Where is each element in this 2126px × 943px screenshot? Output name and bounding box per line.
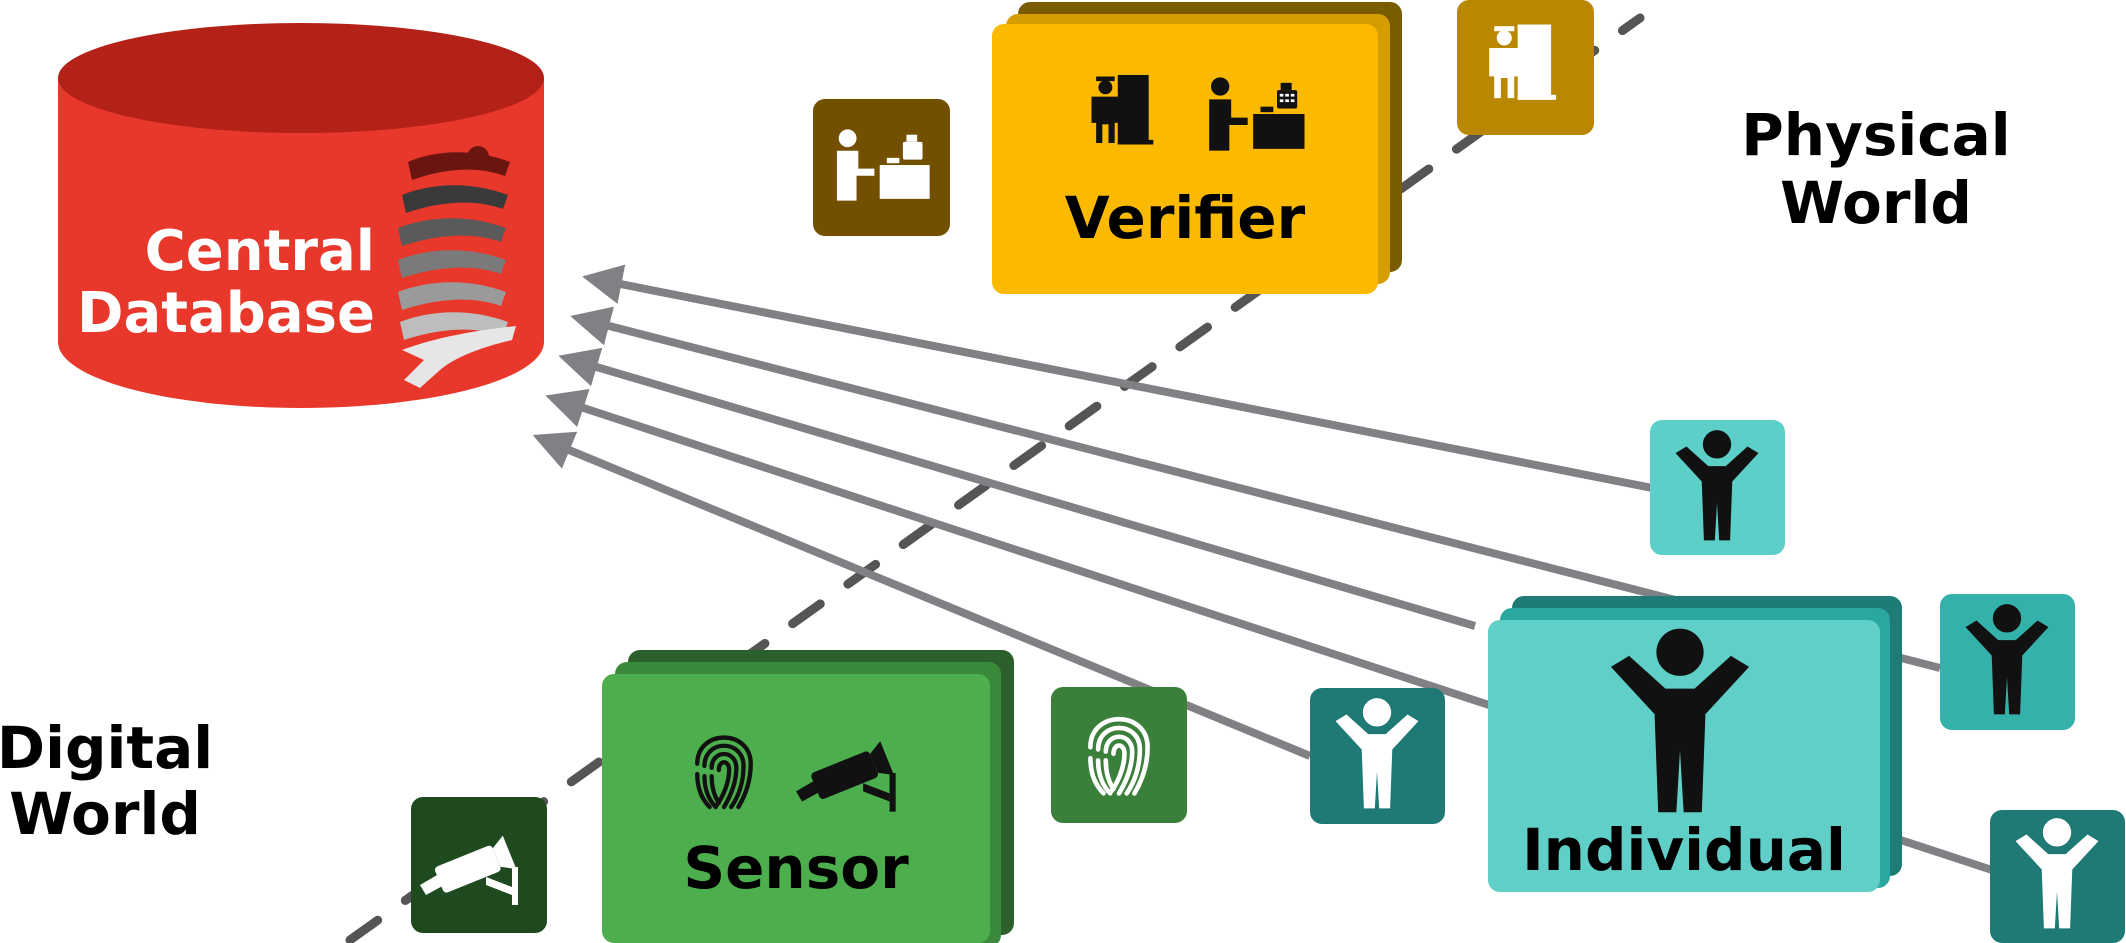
- sensor-label: Sensor: [683, 834, 909, 902]
- digital-world-label: Digital World: [0, 714, 213, 848]
- physical-world-label-line2: World: [1780, 169, 1972, 237]
- arrow-3: [558, 347, 1477, 630]
- individual-label: Individual: [1522, 816, 1846, 884]
- digital-world-label-line1: Digital: [0, 714, 213, 782]
- central-database-label-line2: Database: [77, 281, 375, 346]
- central-database-label-line1: Central: [145, 219, 375, 284]
- verifier-guard-tile: [1457, 0, 1594, 135]
- verifier-card: Verifier: [992, 2, 1402, 294]
- individual-tile-3: [1310, 688, 1445, 824]
- database-cylinder-top: [58, 23, 544, 133]
- sensor-fingerprint-tile: [1051, 687, 1187, 823]
- guard-door-icon: [1091, 74, 1154, 145]
- sensor-camera-tile: [411, 797, 547, 933]
- individual-tile-4: [1990, 810, 2125, 943]
- physical-world-label-line1: Physical: [1741, 101, 2010, 169]
- physical-world-label: Physical World: [1741, 101, 2010, 237]
- individual-card: Individual: [1488, 596, 1902, 892]
- digital-world-label-line2: World: [9, 780, 201, 848]
- verifier-label: Verifier: [1065, 184, 1306, 252]
- individual-tile-2: [1940, 594, 2075, 730]
- verifier-cashier-tile: [813, 99, 950, 236]
- world-divider: [345, 13, 1645, 943]
- silhouettes-icon: [398, 146, 516, 388]
- individual-tile-1: [1650, 420, 1785, 555]
- guard-door-icon: [1489, 24, 1557, 100]
- arrow-1: [582, 264, 1653, 492]
- sensor-card: Sensor: [602, 650, 1014, 943]
- central-database: Central Database: [58, 23, 544, 408]
